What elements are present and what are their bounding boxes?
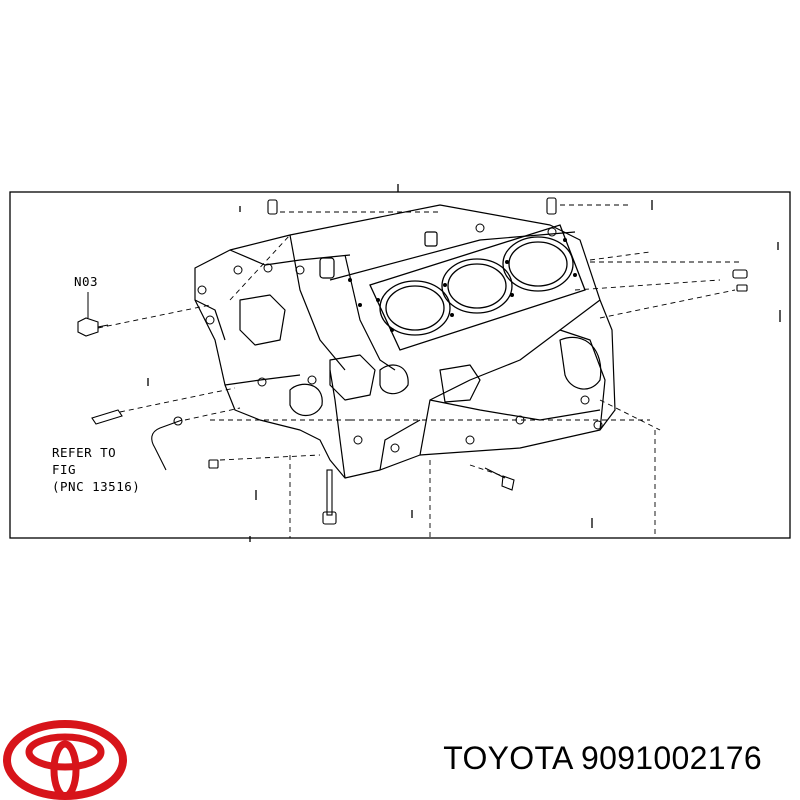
loose-parts — [77, 197, 748, 525]
bolt-holes — [197, 223, 603, 453]
callout-refer-line1: REFER TO — [52, 445, 116, 460]
diagram-frame — [9, 191, 791, 539]
tick-markers — [147, 184, 781, 542]
callout-n03: N03 — [74, 274, 98, 289]
leader-lines — [97, 204, 740, 538]
callout-refer-line3: (PNC 13516) — [52, 479, 140, 494]
brand-part-number: TOYOTA 9091002176 — [443, 740, 762, 776]
toyota-logo-icon — [3, 720, 127, 800]
engine-block — [194, 204, 616, 479]
callout-refer-line2: FIG — [52, 462, 76, 477]
cylinder-bores — [348, 224, 586, 351]
